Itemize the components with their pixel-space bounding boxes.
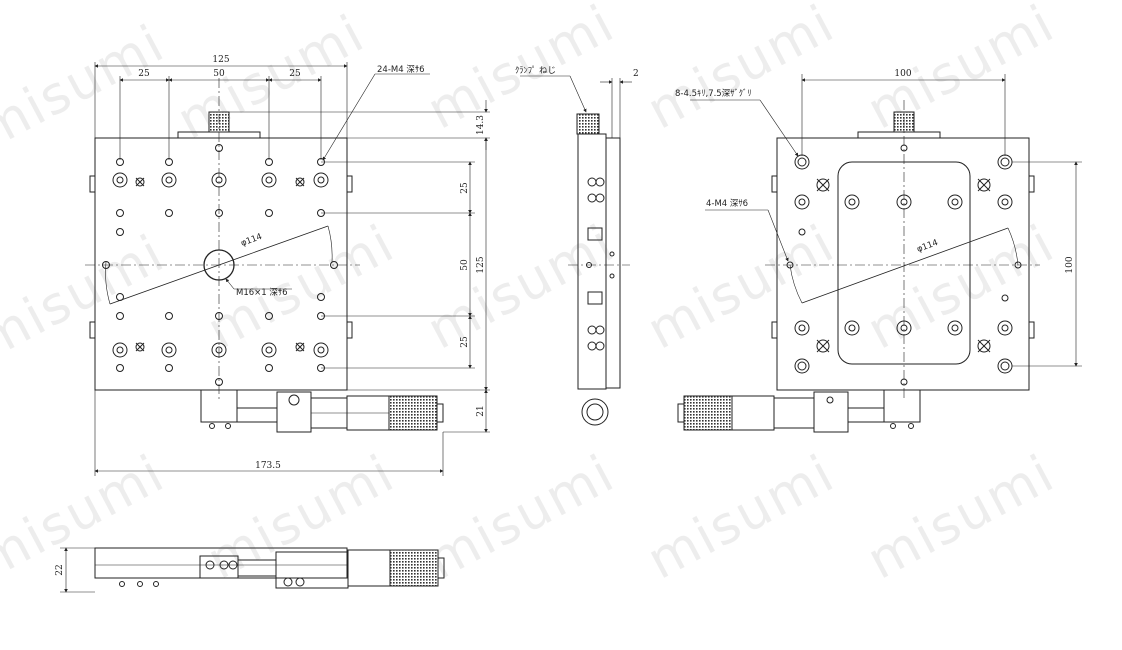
clamp-knob	[576, 113, 600, 135]
side-tab	[89, 321, 96, 339]
dim-label: 14.3	[476, 115, 486, 135]
watermark: misumi	[0, 14, 175, 162]
watermark: misumi	[638, 0, 845, 141]
arc	[105, 261, 111, 305]
tapped-holes-note: 4-M4 深ｻ6	[706, 199, 748, 209]
dowel-marks	[135, 177, 305, 352]
side-plate	[605, 137, 621, 389]
dim-label: 22	[55, 564, 65, 575]
watermark: misumi	[858, 0, 1065, 141]
dim-label: 125	[476, 256, 486, 273]
dim-label: 125	[212, 55, 229, 65]
small-holes	[786, 144, 1022, 386]
dim-label: 173.5	[255, 461, 281, 471]
dim-label: 100	[1065, 256, 1075, 273]
watermark: misumi	[858, 444, 1065, 592]
dim-label: 25	[138, 69, 150, 79]
watermark: misumi	[0, 224, 175, 372]
watermark: misumi	[0, 444, 175, 592]
clamp-screw-note: ｸﾗﾝﾌﾟ ねじ	[515, 66, 556, 76]
watermark-layer: misumi misumi misumi misumi misumi misum…	[0, 0, 1065, 591]
front-view	[85, 62, 490, 476]
side-labels: ｸﾗﾝﾌﾟ ねじ 2	[515, 66, 639, 79]
dim-label: 25	[289, 69, 301, 79]
dim-label: 2	[633, 69, 639, 79]
dowel-marks	[816, 178, 991, 353]
watermark: misumi	[198, 444, 405, 592]
watermark: misumi	[858, 214, 1065, 362]
watermark: misumi	[638, 444, 845, 592]
dim-label: 50	[460, 259, 470, 271]
watermark: misumi	[418, 214, 625, 362]
diameter-line	[109, 225, 329, 305]
micrometer-bottom	[677, 389, 921, 433]
dim-label: 100	[894, 69, 911, 79]
watermark: misumi	[638, 214, 845, 362]
large-holes-bottom	[112, 342, 329, 358]
watermark: misumi	[168, 4, 375, 152]
counterbore-note: 8-4.5ｷﾘ,7.5深ｻﾞｸﾞﾘ	[675, 89, 751, 99]
dim-label: 25	[460, 336, 470, 348]
large-holes-top	[112, 172, 329, 188]
center-hole-note: M16×1 深ｻ6	[236, 288, 288, 298]
side-view	[520, 75, 632, 426]
side-tab	[89, 175, 96, 193]
arc	[327, 225, 333, 263]
small-side-view	[60, 547, 445, 593]
bottom-view	[677, 74, 1082, 433]
tapped-holes-note: 24-M4 深ｻ6	[377, 65, 425, 75]
front-dimensions	[94, 62, 490, 476]
dim-label: 50	[213, 69, 225, 79]
center-hole	[203, 249, 235, 281]
micrometer-front	[200, 389, 444, 433]
watermark: misumi	[418, 444, 625, 592]
diameter-note: φ114	[916, 238, 940, 255]
dim-label: 25	[460, 182, 470, 194]
diameter-note: φ114	[240, 232, 264, 249]
dim-label: 21	[476, 405, 486, 416]
side-tab	[346, 321, 353, 339]
large-holes	[794, 194, 1013, 336]
side-tab	[346, 175, 353, 193]
bottom-dimensions	[690, 74, 1082, 367]
